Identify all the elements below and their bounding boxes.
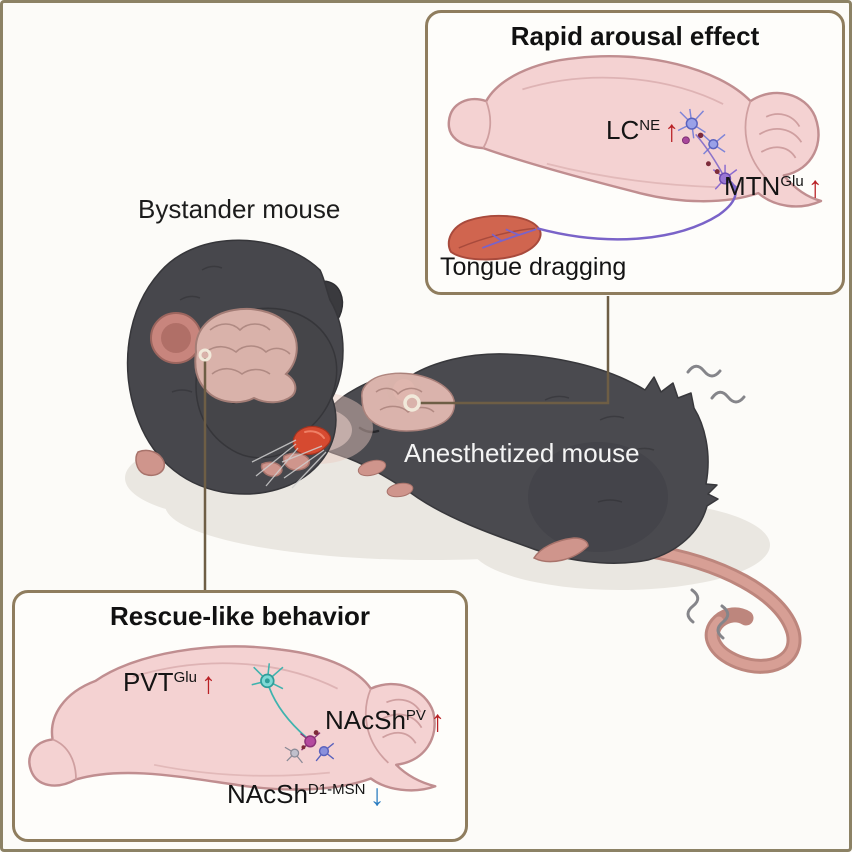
down-arrow-icon: ↓ — [369, 779, 385, 812]
up-arrow-icon: ↑ — [429, 705, 445, 738]
rapid-arousal-panel: Rapid arousal effect LCNE↑ MTNGlu↑ Tongu… — [425, 10, 845, 295]
lc-ne-label: LCNE↑ — [606, 115, 680, 148]
bystander-brain — [194, 308, 298, 404]
mtn-neuron — [712, 164, 738, 190]
brain-marker-ring — [198, 348, 212, 362]
rescue-panel-title: Rescue-like behavior — [109, 601, 371, 631]
pvt-glu-label: PVTGlu↑ — [123, 667, 216, 700]
anesthetized-mouse-label: Anesthetized mouse — [404, 438, 640, 468]
up-arrow-icon: ↑ — [200, 667, 216, 700]
whiskers — [251, 439, 327, 489]
sagittal-brain — [447, 54, 823, 208]
motion-squiggles — [686, 364, 746, 640]
arousal-panel-title: Rapid arousal effect — [510, 21, 760, 51]
anesthetized-brain — [361, 372, 456, 432]
head-marker-ring — [403, 394, 421, 412]
sagittal-brain — [28, 645, 437, 792]
up-arrow-icon: ↑ — [807, 171, 823, 204]
nacsh-pv-label: NAcShPV↑ — [325, 705, 445, 738]
tongue-dragging-label: Tongue dragging — [440, 253, 627, 281]
tongue-nerve — [536, 177, 737, 241]
rescue-brain-illustration — [28, 645, 437, 792]
connector-lines — [198, 296, 610, 590]
mtn-glu-label: MTNGlu↑ — [724, 171, 823, 204]
lc-neurons — [677, 108, 726, 167]
tongue-illustration — [447, 177, 737, 261]
pvt-neuron — [251, 663, 307, 739]
anesthetized-mouse-tail — [637, 542, 802, 674]
up-arrow-icon: ↑ — [664, 115, 680, 148]
arousal-brain-illustration — [447, 54, 823, 261]
bystander-mouse-label: Bystander mouse — [138, 194, 341, 224]
rescue-behavior-panel: Rescue-like behavior PVTGlu↑ NAcShPV↑ NA… — [12, 590, 468, 842]
nacsh-neurons — [284, 730, 335, 764]
nacsh-d1-msn-label: NAcShD1-MSN↓ — [227, 779, 385, 812]
